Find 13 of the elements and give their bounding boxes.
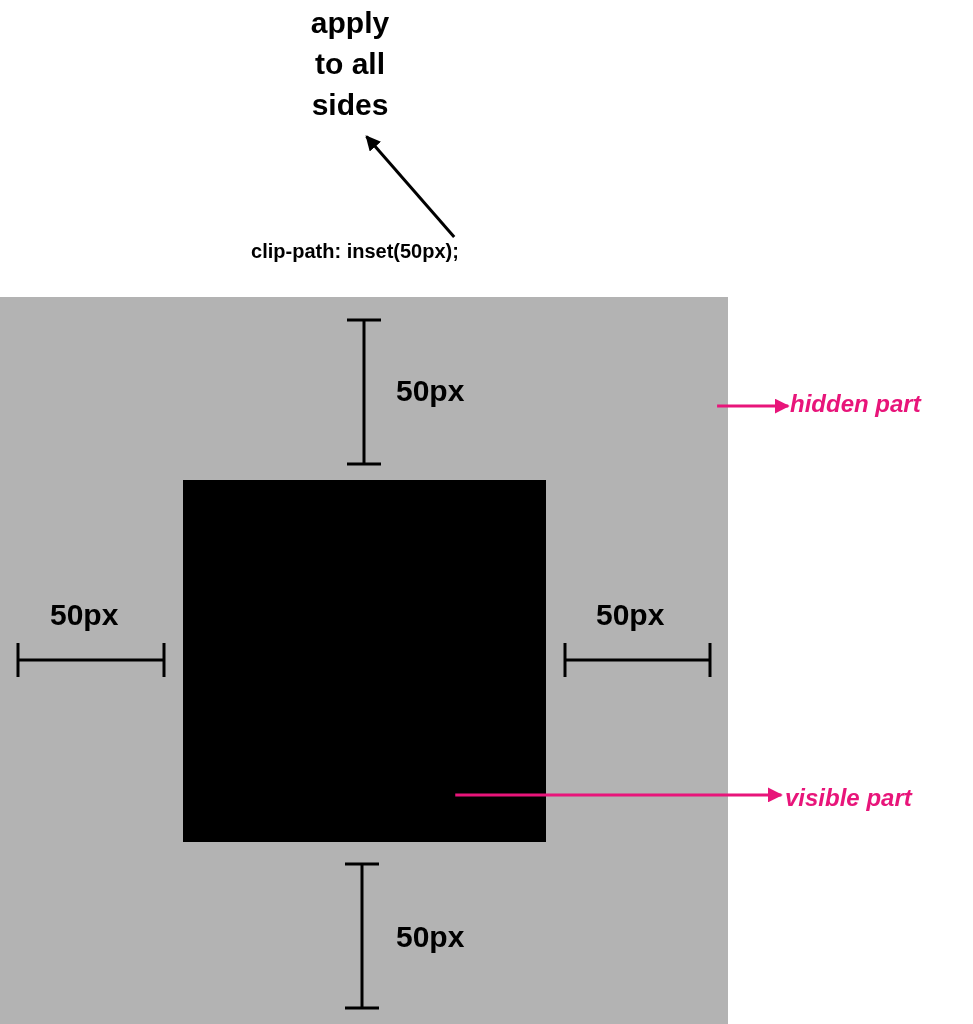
arrow <box>717 398 790 414</box>
arrow <box>365 135 456 238</box>
visible-area <box>183 480 546 842</box>
annotation-text: apply to all sides <box>295 2 405 130</box>
dimension-label: 50px <box>50 598 119 632</box>
dimension-label: 50px <box>396 920 465 954</box>
hidden-area <box>0 297 728 1024</box>
arrow <box>455 787 783 803</box>
annotation-text: hidden part <box>790 390 970 422</box>
code-text: clip-path: inset(50px); <box>200 240 510 270</box>
dimension-label: 50px <box>396 374 465 408</box>
annotation-text: visible part <box>785 784 970 816</box>
dimension-label: 50px <box>596 598 665 632</box>
